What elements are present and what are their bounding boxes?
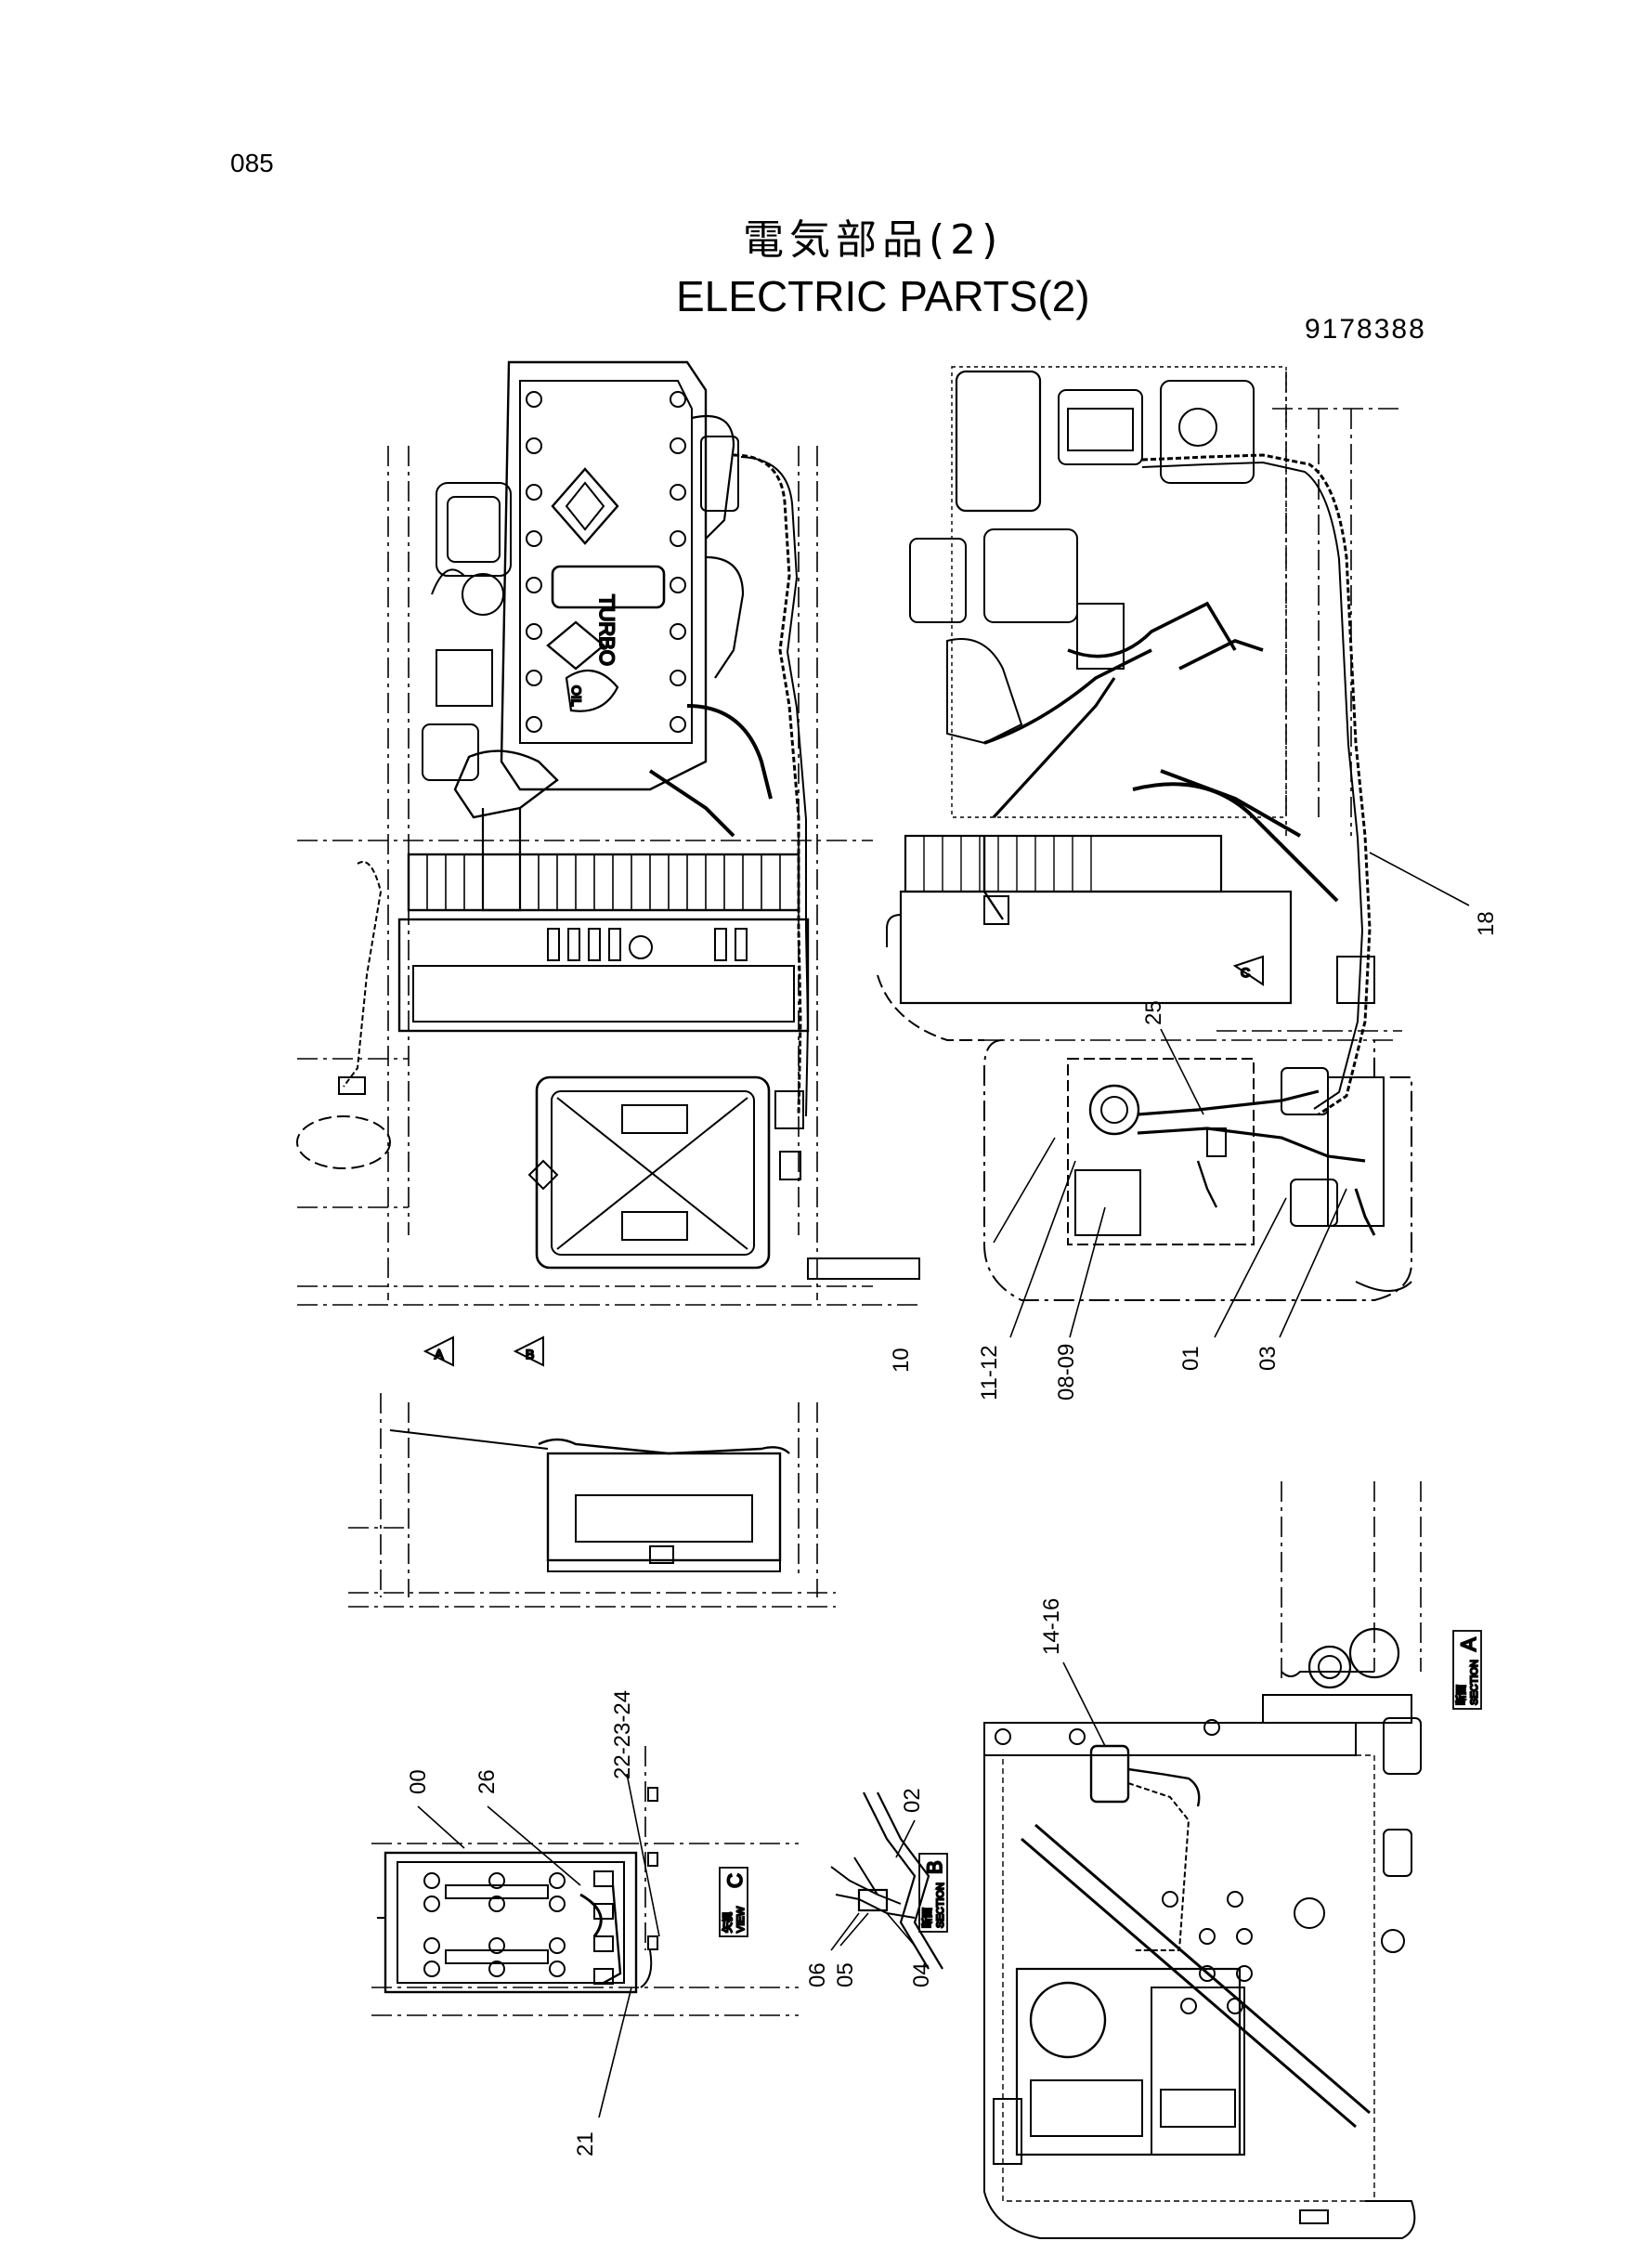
callout-03: 03	[1255, 1346, 1281, 1371]
callout-00: 00	[406, 1769, 431, 1794]
drawing-number: 9178388	[1305, 314, 1426, 345]
oil-label: OIL	[569, 685, 584, 707]
section-b-detail	[830, 1791, 943, 1970]
section-a-detail	[983, 1481, 1422, 2239]
view-c-tag-jp: 矢視	[721, 1912, 734, 1933]
section-b-tag-en: SECTION	[935, 1883, 946, 1928]
view-marker-a: A	[435, 1347, 444, 1362]
callout-14-16: 14-16	[1039, 1598, 1064, 1655]
view-marker-c: C	[1241, 965, 1250, 980]
callout-11-12: 11-12	[977, 1345, 1002, 1401]
page-title-japanese: 電気部品(2)	[743, 216, 1004, 264]
section-a-tag-letter: A	[1457, 1637, 1480, 1651]
section-b-tag: 断面 SECTION B	[918, 1853, 948, 1933]
callout-01: 01	[1178, 1346, 1203, 1371]
callout-25: 25	[1141, 1000, 1166, 1025]
callout-05: 05	[833, 1962, 858, 1987]
section-a-tag-en: SECTION	[1469, 1660, 1480, 1705]
callout-04: 04	[909, 1962, 934, 1987]
view-c-tag: 矢視 VIEW C	[719, 1867, 748, 1937]
callout-22-23-24: 22-23-24	[610, 1690, 635, 1779]
engine-top-view	[296, 360, 920, 1367]
view-c-tag-en: VIEW	[735, 1906, 747, 1933]
page-title-english: ELECTRIC PARTS(2)	[676, 272, 1090, 320]
callout-10: 10	[889, 1348, 914, 1373]
callout-06: 06	[805, 1962, 830, 1987]
callout-21: 21	[573, 2131, 598, 2156]
page-number: 085	[230, 149, 274, 177]
section-b-tag-letter: B	[923, 1860, 946, 1874]
view-c-battery-detail	[371, 1746, 799, 2118]
turbo-label: TURBO	[595, 594, 618, 666]
battery-side-view	[348, 1393, 836, 1608]
section-a-tag: 断面 SECTION A	[1452, 1630, 1482, 1710]
section-a-tag-jp: 断面	[1454, 1685, 1467, 1705]
callout-18: 18	[1474, 911, 1499, 936]
callout-02: 02	[900, 1788, 925, 1813]
callout-08-09: 08-09	[1054, 1344, 1079, 1401]
section-b-tag-jp: 断面	[920, 1908, 933, 1928]
callout-26: 26	[475, 1769, 500, 1794]
view-marker-b: B	[526, 1347, 534, 1362]
engine-side-view	[877, 366, 1470, 1338]
view-c-tag-letter: C	[723, 1873, 747, 1888]
